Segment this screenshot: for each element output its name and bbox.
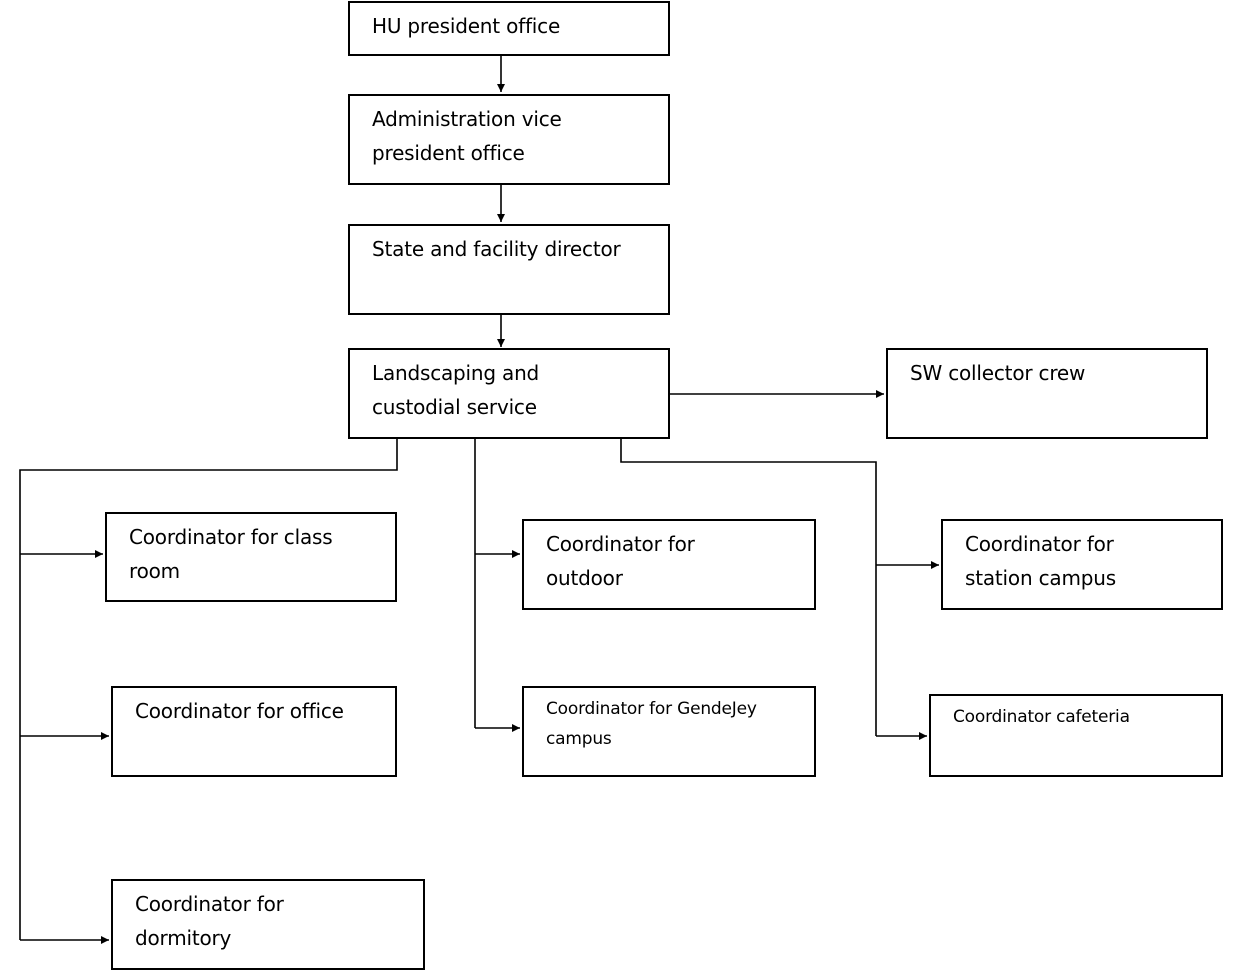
node-coordinator-outdoor: Coordinator for outdoor (522, 519, 816, 610)
node-coordinator-office: Coordinator for office (111, 686, 397, 777)
node-state-facility-director: State and facility director (348, 224, 670, 315)
node-coordinator-station-campus: Coordinator for station campus (941, 519, 1223, 610)
node-landscaping-custodial-service: Landscaping and custodial service (348, 348, 670, 439)
branch-left-trunk (19, 438, 398, 940)
node-administration-vp-office: Administration vice president office (348, 94, 670, 185)
node-coordinator-dormitory: Coordinator for dormitory (111, 879, 425, 970)
branch-right-trunk (620, 438, 877, 736)
node-coordinator-gendejey-campus: Coordinator for GendeJey campus (522, 686, 816, 777)
node-hu-president-office: HU president office (348, 1, 670, 56)
node-coordinator-cafeteria: Coordinator cafeteria (929, 694, 1223, 777)
node-sw-collector-crew: SW collector crew (886, 348, 1208, 439)
node-coordinator-classroom: Coordinator for class room (105, 512, 397, 602)
